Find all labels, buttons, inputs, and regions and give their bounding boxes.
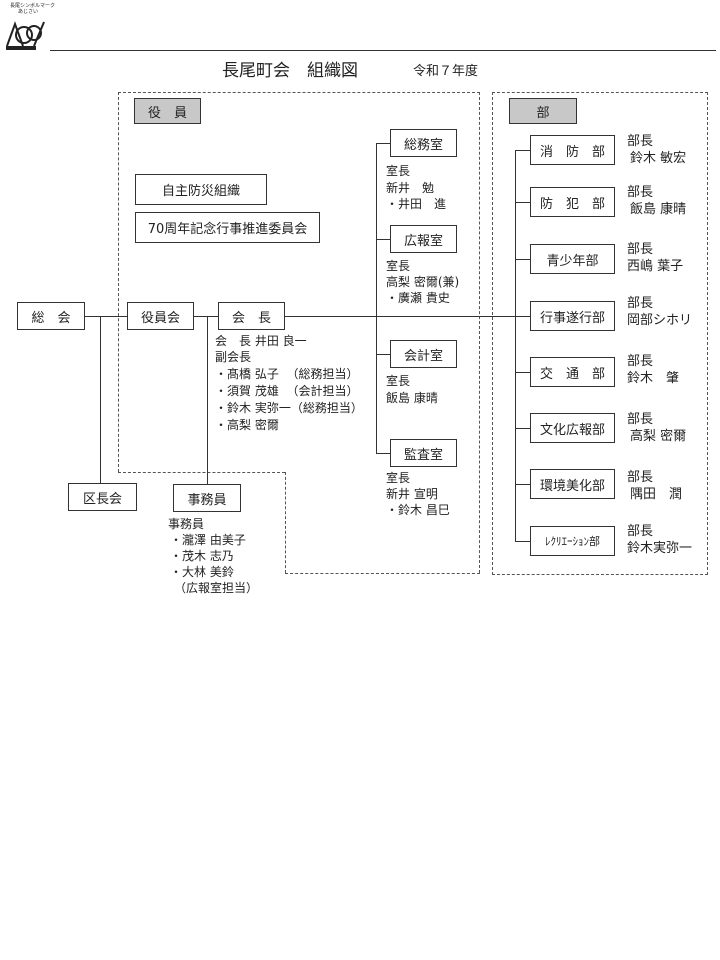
kouhou-member-2: ・廣瀬 貴史 bbox=[386, 291, 450, 305]
officers-border-bottom-left bbox=[118, 472, 285, 473]
connector-board-chairman bbox=[194, 316, 218, 317]
department-box: 防 犯 部 bbox=[530, 187, 615, 217]
chairman-box: 会 長 bbox=[218, 302, 285, 330]
connector-office-staff bbox=[207, 316, 208, 484]
chairman-member-2: ・髙橋 弘子 （総務担当） bbox=[215, 367, 359, 381]
department-head-name: 鈴木実弥一 bbox=[627, 541, 693, 556]
officers-border-right bbox=[479, 92, 480, 573]
office-staff-member-1: ・瀧澤 由美子 bbox=[170, 533, 246, 547]
departments-spine bbox=[515, 150, 516, 541]
connector-dept-4 bbox=[515, 372, 530, 373]
kaikei-member-1: 飯島 康晴 bbox=[386, 391, 438, 405]
department-head-name: 隅田 潤 bbox=[630, 487, 683, 502]
connector-dept-1 bbox=[515, 202, 530, 203]
page-title: 長尾町会 組織図 bbox=[222, 61, 358, 81]
department-box: 文化広報部 bbox=[530, 413, 615, 443]
connector-room-kaikei bbox=[376, 354, 390, 355]
anniversary-committee-box: 70周年記念行事推進委員会 bbox=[135, 212, 320, 243]
connector-ward-heads bbox=[100, 316, 101, 483]
department-head-title: 部長 bbox=[627, 524, 654, 539]
department-head-title: 部長 bbox=[627, 296, 654, 311]
hydrangea-logo-icon bbox=[6, 21, 45, 50]
departments-border bbox=[492, 92, 708, 575]
jishu-bousai-box: 自主防災組織 bbox=[135, 174, 267, 205]
rooms-spine bbox=[376, 143, 377, 453]
office-staff-member-2: ・茂木 志乃 bbox=[170, 549, 234, 563]
department-head-name: 西嶋 葉子 bbox=[627, 259, 684, 274]
office-staff-member-0: 事務員 bbox=[168, 517, 205, 531]
department-head-name: 鈴木 肇 bbox=[627, 371, 680, 386]
kansa-member-0: 室長 bbox=[386, 471, 411, 485]
general-meeting-box: 総 会 bbox=[17, 302, 85, 330]
logo: 長尾シンボルマーク あじさい bbox=[4, 2, 55, 54]
department-head-name: 高梨 密爾 bbox=[630, 429, 687, 444]
audit-room-box: 監査室 bbox=[390, 439, 457, 467]
officers-border-left bbox=[118, 92, 119, 472]
department-box: 行事遂行部 bbox=[530, 301, 615, 331]
chairman-member-4: ・鈴木 実弥一（総務担当） bbox=[215, 401, 363, 415]
logo-caption-1: 長尾シンボルマーク bbox=[10, 3, 56, 9]
board-meeting-box: 役員会 bbox=[127, 302, 194, 330]
department-box: ﾚｸﾘｴｰｼｮﾝ部 bbox=[530, 526, 615, 556]
officers-border-top bbox=[118, 92, 480, 93]
accounting-room-box: 会計室 bbox=[390, 340, 457, 368]
department-head-title: 部長 bbox=[627, 470, 654, 485]
chairman-member-1: 副会長 bbox=[215, 350, 252, 364]
soumu-member-1: 新井 勉 bbox=[386, 181, 435, 195]
office-staff-member-4: （広報室担当） bbox=[174, 581, 259, 595]
department-head-name: 岡部シホリ bbox=[627, 313, 693, 328]
department-head-title: 部長 bbox=[627, 354, 654, 369]
connector-room-kansa bbox=[376, 453, 390, 454]
officers-section-label: 役 員 bbox=[134, 98, 201, 124]
connector-dept-7 bbox=[515, 541, 530, 542]
officers-border-step bbox=[285, 472, 286, 573]
connector-dept-6 bbox=[515, 484, 530, 485]
department-box: 消 防 部 bbox=[530, 135, 615, 165]
department-head-name: 飯島 康晴 bbox=[630, 202, 687, 217]
kaikei-member-0: 室長 bbox=[386, 374, 411, 388]
connector-general-board bbox=[85, 316, 127, 317]
office-staff-member-3: ・大林 美鈴 bbox=[170, 565, 234, 579]
department-head-title: 部長 bbox=[627, 242, 654, 257]
connector-dept-5 bbox=[515, 428, 530, 429]
soumu-member-2: ・井田 進 bbox=[386, 197, 447, 211]
logo-caption-2: あじさい bbox=[18, 9, 39, 15]
connector-chairman-departments bbox=[285, 316, 530, 317]
chairman-member-5: ・高梨 密爾 bbox=[215, 418, 279, 432]
connector-dept-0 bbox=[515, 150, 530, 151]
department-head-title: 部長 bbox=[627, 185, 654, 200]
kouhou-member-1: 高梨 密爾(兼) bbox=[386, 275, 460, 289]
department-head-title: 部長 bbox=[627, 412, 654, 427]
header-rule bbox=[50, 50, 716, 51]
soumu-member-0: 室長 bbox=[386, 164, 411, 178]
kansa-member-2: ・鈴木 昌巳 bbox=[386, 503, 450, 517]
chairman-member-3: ・須賀 茂雄 （会計担当） bbox=[215, 384, 359, 398]
officers-border-bottom-right bbox=[285, 573, 480, 574]
ward-heads-meeting-box: 区長会 bbox=[68, 483, 137, 511]
office-staff-box: 事務員 bbox=[173, 484, 241, 512]
connector-room-soumu bbox=[376, 143, 390, 144]
chairman-member-0: 会 長 井田 良一 bbox=[215, 334, 307, 348]
connector-dept-3 bbox=[515, 316, 530, 317]
public-relations-room-box: 広報室 bbox=[390, 225, 457, 253]
kouhou-member-0: 室長 bbox=[386, 259, 411, 273]
connector-dept-2 bbox=[515, 259, 530, 260]
general-affairs-room-box: 総務室 bbox=[390, 129, 457, 157]
department-box: 環境美化部 bbox=[530, 469, 615, 499]
departments-section-label: 部 bbox=[509, 98, 577, 124]
connector-room-kouhou bbox=[376, 239, 390, 240]
kansa-member-1: 新井 宣明 bbox=[386, 487, 438, 501]
department-head-title: 部長 bbox=[627, 134, 654, 149]
department-box: 青少年部 bbox=[530, 244, 615, 274]
department-head-name: 鈴木 敏宏 bbox=[630, 151, 687, 166]
department-box: 交 通 部 bbox=[530, 357, 615, 387]
fiscal-year: 令和７年度 bbox=[413, 64, 479, 79]
